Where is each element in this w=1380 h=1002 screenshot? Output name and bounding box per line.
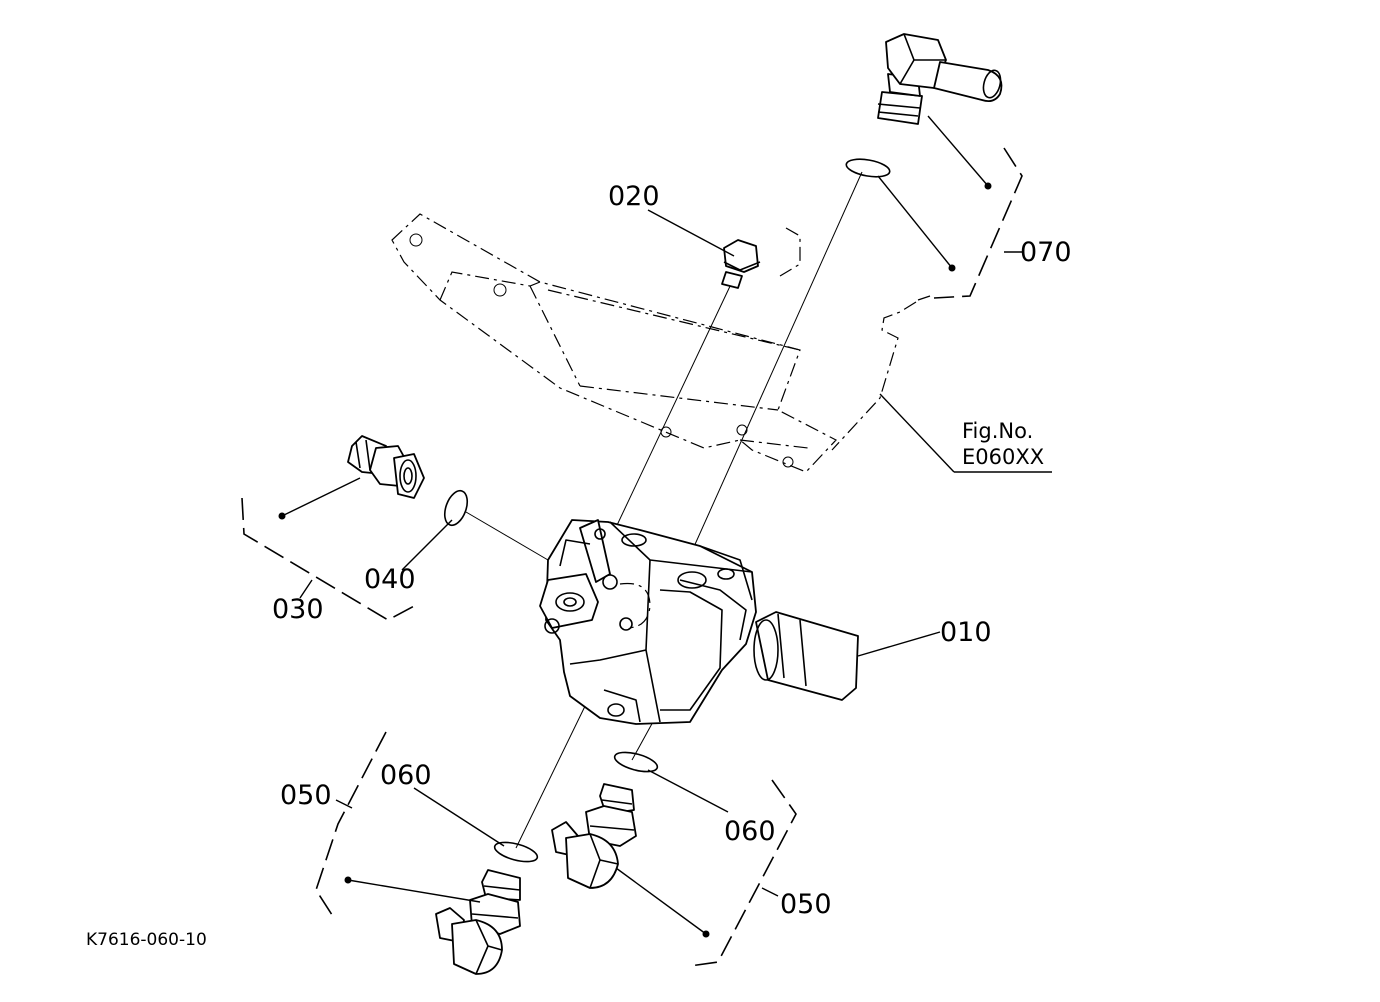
figure-ref-line2: E060XX xyxy=(962,445,1044,469)
group-bracket-050-right xyxy=(689,779,797,967)
group-bracket-070 xyxy=(933,147,1023,299)
elbow-fitting-050-left xyxy=(435,869,521,975)
callout-060-right: 060 xyxy=(724,816,776,847)
callout-060-left: 060 xyxy=(380,760,432,791)
assembly-axis-lines xyxy=(465,171,863,849)
elbow-fitting-050-right xyxy=(551,783,637,889)
callout-070: 070 xyxy=(1020,237,1072,268)
group-bracket-050-left xyxy=(315,731,387,919)
control-valve-010 xyxy=(539,519,859,725)
o-ring-070 xyxy=(845,158,891,178)
callout-040: 040 xyxy=(364,564,416,595)
o-ring-060-right xyxy=(613,751,659,773)
callout-020: 020 xyxy=(608,181,660,212)
figure-ref-line1: Fig.No. xyxy=(962,419,1033,443)
bolt-020 xyxy=(721,239,761,289)
drawing-code: K7616-060-10 xyxy=(86,930,207,950)
group-bracket-030 xyxy=(241,497,419,621)
fitting-030 xyxy=(347,435,425,499)
callout-050-right: 050 xyxy=(780,889,832,920)
elbow-fitting-070 xyxy=(877,33,1003,125)
leader-lines xyxy=(278,115,1052,938)
callout-050-left: 050 xyxy=(280,780,332,811)
o-ring-040 xyxy=(443,489,469,527)
callout-030: 030 xyxy=(272,594,324,625)
o-ring-060-left xyxy=(493,841,539,863)
mounting-bracket xyxy=(391,213,931,473)
callout-010: 010 xyxy=(940,617,992,648)
